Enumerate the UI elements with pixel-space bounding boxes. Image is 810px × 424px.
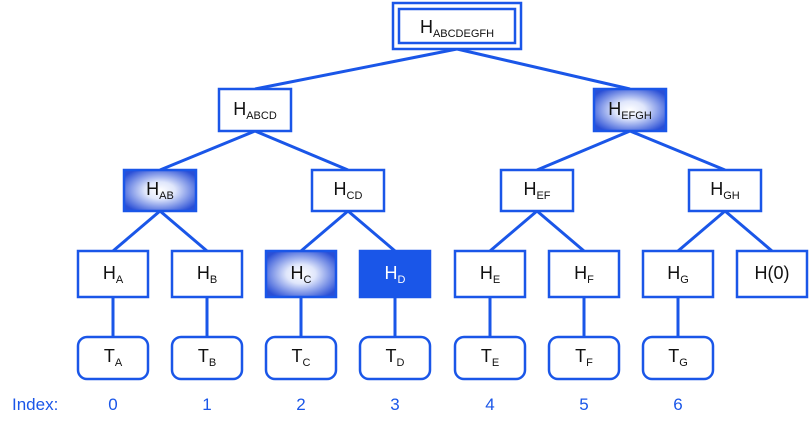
edge-gh-zero [724, 209, 773, 253]
node-ef: HEF [499, 168, 575, 213]
edge-root-efgh [456, 47, 631, 91]
leaf-f-label: TF [575, 346, 593, 369]
node-d: HD [358, 249, 432, 299]
leaf-c-label: TC [292, 346, 311, 369]
node-root-inner-border [397, 7, 517, 45]
leaf-e: TE [453, 335, 527, 381]
node-root: HABCDEGFH [391, 1, 523, 51]
leaf-g: TG [641, 335, 715, 381]
node-root-label: HABCDEGFH [420, 17, 494, 40]
node-g: HG [641, 249, 715, 299]
index-value-0: 0 [108, 395, 117, 414]
node-efgh-label: HEFGH [608, 99, 652, 122]
node-cd-label: HCD [334, 179, 363, 202]
edge-abcd-cd [254, 129, 349, 172]
leaf-d: TD [358, 335, 432, 381]
index-label: Index: [12, 395, 58, 414]
node-e: HE [453, 249, 527, 299]
leaf-b-label: TB [198, 346, 216, 369]
leaf-f: TF [547, 335, 621, 381]
edge-ab-a [112, 209, 161, 253]
index-row: Index: 0 1 2 3 4 5 6 [12, 395, 683, 414]
node-b-label: HB [197, 263, 217, 286]
node-ab: HAB [122, 168, 198, 213]
node-zero-label: H(0) [755, 263, 790, 283]
node-gh-label: HGH [710, 179, 740, 202]
edge-ab-b [159, 209, 208, 253]
edge-root-abcd [254, 47, 458, 91]
node-a-label: HA [103, 263, 124, 286]
leaf-b: TB [170, 335, 244, 381]
leaf-e-label: TE [481, 346, 499, 369]
node-a: HA [76, 249, 150, 299]
index-value-2: 2 [296, 395, 305, 414]
node-c: HC [264, 249, 338, 299]
node-gh: HGH [687, 168, 763, 213]
index-value-5: 5 [579, 395, 588, 414]
edge-abcd-ab [159, 129, 256, 172]
node-d-label: HD [385, 263, 406, 286]
node-efgh: HEFGH [592, 87, 668, 133]
leaf-a-label: TA [104, 346, 123, 369]
edge-efgh-gh [629, 129, 726, 172]
leaf-c: TC [264, 335, 338, 381]
edge-efgh-ef [536, 129, 631, 172]
index-value-6: 6 [673, 395, 682, 414]
edge-gh-g [677, 209, 726, 253]
node-abcd-label: HABCD [233, 99, 277, 122]
node-ef-label: HEF [523, 179, 550, 202]
leaf-a: TA [76, 335, 150, 381]
tree-edges [111, 47, 773, 337]
node-f-label: HF [574, 263, 594, 286]
leaf-g-label: TG [668, 346, 688, 369]
edge-cd-c [300, 209, 349, 253]
node-zero: H(0) [735, 249, 809, 299]
leaf-d-label: TD [386, 346, 405, 369]
node-e-label: HE [480, 263, 500, 286]
edge-ef-f [536, 209, 585, 253]
node-b: HB [170, 249, 244, 299]
node-f: HF [547, 249, 621, 299]
node-c-label: HC [291, 263, 312, 286]
index-value-3: 3 [390, 395, 399, 414]
node-abcd: HABCD [217, 87, 293, 133]
index-value-1: 1 [202, 395, 211, 414]
edge-ef-e [489, 209, 538, 253]
node-cd: HCD [310, 168, 386, 213]
edge-cd-d [347, 209, 396, 253]
node-ab-label: HAB [146, 179, 174, 202]
node-g-label: HG [667, 263, 689, 286]
index-value-4: 4 [485, 395, 494, 414]
